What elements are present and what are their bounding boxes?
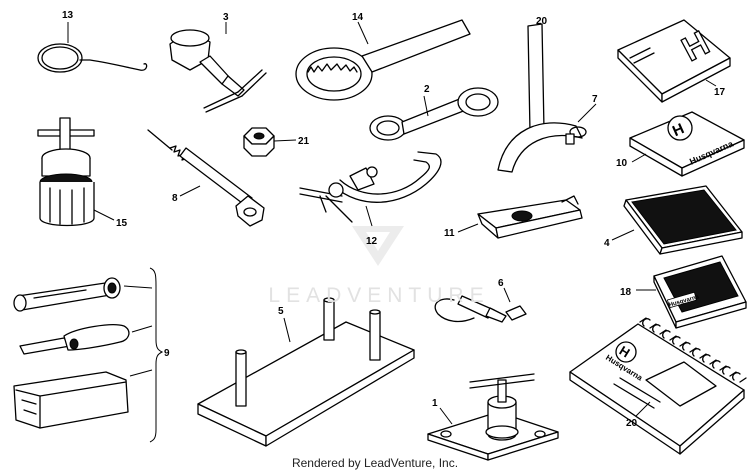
part-12-bent-rod-tool[interactable] [299,151,442,227]
part-10-small-booklet[interactable]: H Husqvarna [629,111,745,177]
callout-20b: 20 [626,418,638,429]
part-21-nut[interactable] [243,127,297,157]
callout-21: 21 [298,136,310,147]
callout-1: 1 [432,398,438,409]
callout-6: 6 [498,278,504,289]
callout-14: 14 [352,12,364,23]
part-11-tool-pouch[interactable] [457,195,583,239]
part-15-flywheel-puller[interactable] [37,117,115,227]
part-17-logo-book[interactable]: H [617,19,731,103]
part-3-socket-puller[interactable] [169,22,267,113]
callout-7: 7 [592,94,598,105]
callout-13: 13 [62,10,74,21]
callout-8: 8 [172,193,178,204]
part-13-key-ring[interactable] [37,22,148,73]
callout-11: 11 [444,228,455,239]
part-7-pin-spanner[interactable] [497,23,597,173]
callout-15: 15 [116,218,128,229]
callout-labels: 13 3 14 20 17 2 7 21 10 8 11 15 12 4 6 1… [62,10,726,429]
part-2-double-ring-spanner[interactable] [369,87,499,141]
part-20-service-manual[interactable]: H Husqvarna [569,317,747,455]
part-4-dark-manual[interactable] [611,185,743,255]
watermark-text: LEADVENTURE [268,284,490,307]
callout-3: 3 [223,12,229,23]
callout-20: 20 [536,16,548,27]
callout-12: 12 [366,236,378,247]
part-18-manual-dark-cover[interactable]: Husqvarna [636,255,747,329]
callout-5: 5 [278,306,284,317]
footer-credit: Rendered by LeadVenture, Inc. [291,456,459,470]
callout-9: 9 [164,348,170,359]
part-1-seal-press[interactable] [427,373,559,461]
callout-4: 4 [604,238,610,249]
watermark-logo [352,226,404,266]
callout-10: 10 [616,158,628,169]
callout-18: 18 [620,287,632,298]
part-9-tool-kit[interactable] [13,267,164,443]
callout-2: 2 [424,84,430,95]
part-6-usb-stick[interactable] [434,287,527,323]
part-14-ring-spanner[interactable] [295,19,471,101]
part-8-puller-bolt[interactable] [147,129,265,227]
callout-17: 17 [714,87,726,98]
part-5-engine-stand[interactable] [197,297,415,447]
